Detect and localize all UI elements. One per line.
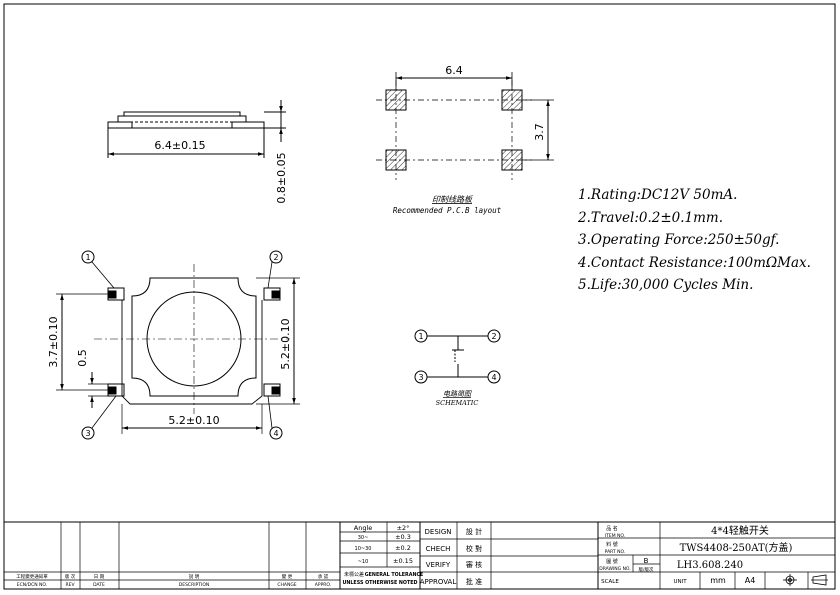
sign-verify-en: VERIFY (426, 561, 451, 569)
title-block (3, 521, 836, 590)
spec-item: 2.Travel:0.2±0.1mm. (578, 209, 724, 226)
part-no-value: TWS4408-250AT(方盖) (680, 541, 793, 554)
side-view (107, 100, 286, 158)
spec-item: 5.Life:30,000 Cycles Min. (578, 277, 754, 293)
rev-col-5-en: CHANGE (277, 582, 296, 588)
rev-col-2-en: REV (65, 582, 75, 588)
unit-value: mm (710, 576, 726, 585)
schematic-pin-1: 1 (418, 332, 423, 341)
part-no-cn: 料 號 (606, 541, 618, 548)
top-right-dim-label: 5.2±0.10 (279, 318, 292, 369)
pcb-height-label: 3.7 (533, 123, 546, 141)
rev-col-6-cn: 承 認 (318, 573, 329, 580)
rev-col-3-en: DATE (93, 582, 105, 588)
side-height-label: 0.8±0.05 (275, 152, 288, 203)
version-label: B (644, 557, 649, 565)
sign-design-en: DESIGN (425, 528, 452, 536)
pcb-width-label: 6.4 (445, 64, 463, 77)
projection-symbol-icon (783, 574, 828, 586)
schematic-pin-2: 2 (491, 332, 496, 341)
schematic-caption-cn: 电路简图 (443, 390, 472, 398)
sign-check-en: CHECH (426, 545, 451, 553)
sign-verify-cn: 審 核 (466, 560, 482, 569)
pin-2-label: 2 (273, 253, 278, 262)
tol-row-3-range: ~10 (358, 559, 369, 565)
sign-check-cn: 校 對 (466, 544, 482, 553)
rev-col-4-en: DESCRIPTION (179, 582, 209, 588)
rev-col-3-cn: 日 期 (94, 574, 105, 580)
pin-3-label: 3 (85, 429, 90, 438)
spec-item: 1.Rating:DC12V 50mA. (578, 187, 738, 203)
pcb-layout (376, 72, 554, 180)
drawing-no-value: LH3.608.240 (677, 560, 743, 571)
tol-row-2-value: ±0.2 (395, 544, 411, 552)
pin-4-label: 4 (273, 429, 278, 438)
scale-label: SCALE (601, 579, 619, 585)
tol-row-1-range: 30~ (358, 535, 369, 541)
rev-col-6-en: APPRO. (315, 582, 331, 588)
top-bottom-dim-label: 5.2±0.10 (168, 414, 219, 427)
drawing-no-en: DRAWING NO. (599, 566, 630, 572)
tol-angle-label: Angle (354, 524, 373, 532)
item-name-en: ITEM NO. (605, 533, 625, 539)
item-name-value: 4*4轻触开关 (711, 524, 769, 537)
switch-top-body (131, 277, 257, 397)
rev-col-2-cn: 版 次 (65, 573, 76, 580)
schematic-pin-4: 4 (491, 373, 496, 382)
tol-row-3-value: ±0.15 (393, 557, 413, 565)
top-view (56, 261, 300, 434)
side-length-label: 6.4±0.15 (154, 139, 205, 152)
switch-side-body (107, 111, 265, 129)
sign-approval-cn: 批 准 (466, 577, 482, 586)
item-name-cn: 品 名 (606, 525, 618, 532)
sign-approval-en: APPROVAL (420, 578, 457, 586)
tol-row-1-value: ±0.3 (395, 533, 411, 541)
spec-item: 4.Contact Resistance:100mΩMax. (578, 254, 811, 271)
tol-row-2-range: 10~30 (355, 546, 372, 552)
version-sub: 版/版次 (638, 566, 654, 573)
rev-col-4-cn: 說 明 (189, 573, 200, 580)
drawing-no-cn: 圖 號 (606, 558, 618, 565)
part-no-en: PART NO. (605, 549, 626, 555)
pcb-caption-cn: 印制线路板 (432, 195, 473, 204)
tol-angle-value: ±2° (397, 524, 410, 532)
rev-col-5-cn: 變 更 (282, 573, 293, 580)
tol-general-cn: 未標公差 (344, 571, 364, 578)
rev-col-1-cn: 工程變更通知單 (16, 573, 48, 580)
schematic-caption-en: SCHEMATIC (436, 399, 479, 407)
tol-unless: UNLESS OTHERWISE NOTED (342, 580, 417, 586)
top-left-dim-label: 3.7±0.10 (47, 316, 60, 367)
spec-item: 3.Operating Force:250±50gf. (578, 232, 780, 248)
rev-col-1-en: ECN/DCN NO. (17, 582, 47, 588)
sheet-border (3, 3, 836, 590)
pcb-caption-en: Recommended P.C.B layout (393, 206, 502, 215)
top-mid-dim-label: 0.5 (76, 349, 89, 367)
schematic-pin-3: 3 (418, 373, 423, 382)
tol-general-en: GENERAL TOLERANCE (365, 572, 424, 578)
pin-bubbles (81, 250, 283, 440)
schematic (414, 329, 501, 384)
spec-list: 1.Rating:DC12V 50mA. 2.Travel:0.2±0.1mm.… (578, 184, 811, 297)
paper-size: A4 (745, 576, 756, 585)
unit-label: UNIT (673, 579, 687, 585)
pin-1-label: 1 (85, 253, 90, 262)
sign-design-cn: 設 計 (466, 527, 482, 536)
